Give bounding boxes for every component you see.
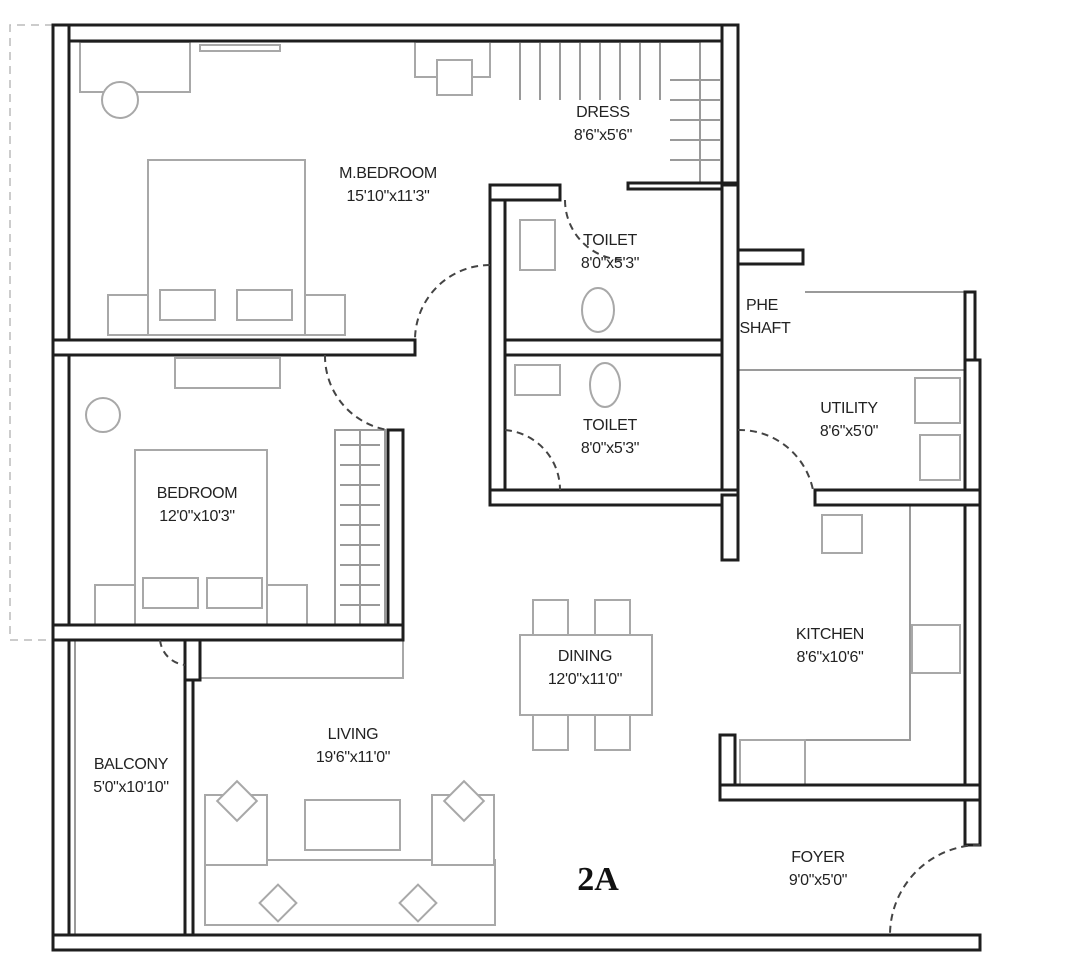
room-size-toilet-2: 8'0"x5'3" [581, 440, 639, 457]
room-size-bedroom: 12'0"x10'3" [159, 508, 235, 525]
room-name-dining: DINING [558, 648, 612, 665]
furniture [74, 41, 965, 935]
dining-table [519, 634, 653, 716]
outline-dashed [9, 24, 53, 641]
doors [159, 199, 981, 936]
walls [51, 23, 982, 952]
room-name-toilet-1: TOILET [583, 232, 637, 249]
cooktop [911, 624, 961, 674]
cushion [215, 779, 259, 823]
nightstand [94, 584, 136, 626]
bedroom-wardrobe [334, 429, 386, 626]
kitchen-sink [821, 514, 863, 554]
room-name-master-bedroom: M.BEDROOM [339, 165, 437, 182]
room-name-utility: UTILITY [820, 400, 878, 417]
cushion [442, 779, 486, 823]
dining-chair [594, 714, 631, 751]
room-size-master-bedroom: 15'10"x11'3" [347, 188, 430, 205]
washbasin [519, 219, 556, 271]
room-size-foyer: 9'0"x5'0" [789, 872, 847, 889]
room-size-living: 19'6"x11'0" [316, 749, 390, 766]
room-name-toilet-2: TOILET [583, 417, 637, 434]
study-desk [174, 357, 281, 389]
room-size-kitchen: 8'6"x10'6" [797, 649, 864, 666]
chair [101, 81, 139, 119]
room-name-shaft: SHAFT [740, 320, 791, 337]
side-box [436, 59, 473, 96]
room-name-kitchen: KITCHEN [796, 626, 864, 643]
cushion [398, 883, 438, 923]
room-name-balcony: BALCONY [94, 756, 169, 773]
tv-console [199, 639, 404, 679]
utility-sink [919, 434, 961, 481]
dining-chair [532, 714, 569, 751]
room-name-bedroom: BEDROOM [157, 485, 238, 502]
pillow [142, 577, 199, 609]
room-size-balcony: 5'0"x10'10" [93, 779, 169, 796]
pillow [159, 289, 216, 321]
study-desk [79, 41, 191, 93]
dining-chair [594, 599, 631, 636]
room-labels: DRESS 8'6"x5'6" M.BEDROOM 15'10"x11'3" T… [93, 104, 878, 898]
unit-label: 2A [577, 861, 619, 898]
window-sill [199, 44, 281, 52]
chair [85, 397, 121, 433]
room-name-foyer: FOYER [791, 849, 845, 866]
nightstand [266, 584, 308, 626]
sofa [204, 859, 496, 926]
room-size-toilet-1: 8'0"x5'3" [581, 255, 639, 272]
pillow [236, 289, 293, 321]
room-size-dining: 12'0"x11'0" [548, 671, 622, 688]
room-size-dress: 8'6"x5'6" [574, 127, 632, 144]
nightstand [107, 294, 149, 336]
room-size-utility: 8'6"x5'0" [820, 423, 878, 440]
coffee-table [304, 799, 401, 851]
nightstand [304, 294, 346, 336]
wc [589, 362, 621, 408]
dining-chair [532, 599, 569, 636]
fridge [739, 739, 806, 786]
guide-lines [74, 291, 965, 935]
room-name-living: LIVING [328, 726, 379, 743]
wc [581, 287, 615, 333]
washbasin [514, 364, 561, 396]
cushion [258, 883, 298, 923]
washing-machine [914, 377, 961, 424]
room-name-dress: DRESS [576, 104, 630, 121]
pillow [206, 577, 263, 609]
room-name-phe: PHE [746, 297, 778, 314]
